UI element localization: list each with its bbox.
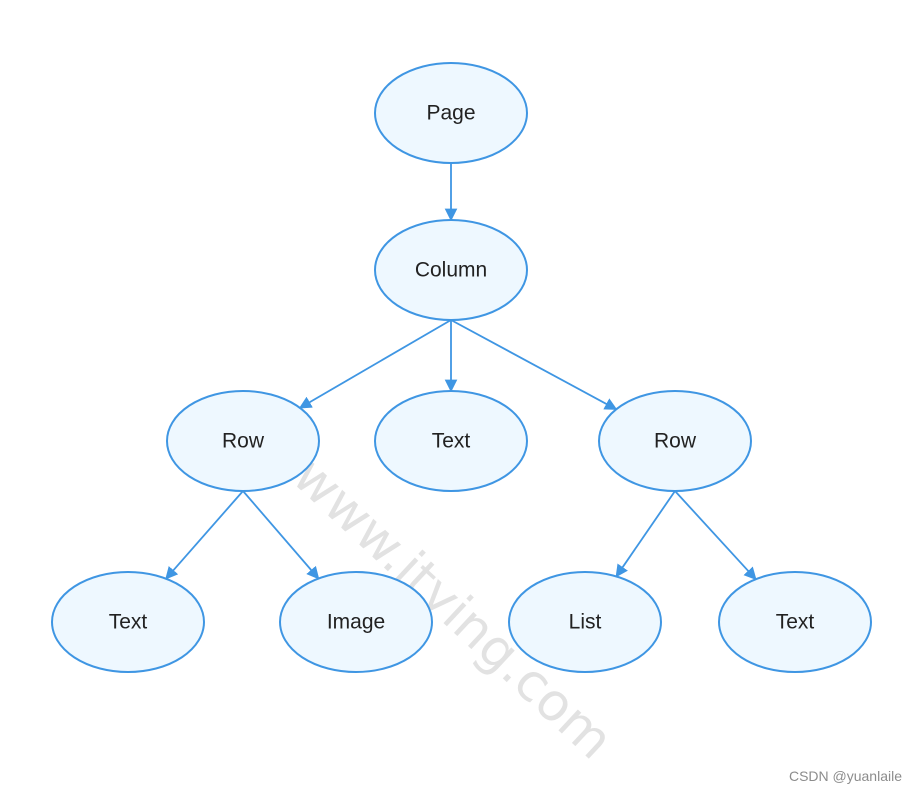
node-label: Row xyxy=(222,430,265,453)
node-label: Text xyxy=(776,611,815,634)
node-label: Row xyxy=(654,430,697,453)
node-image: Image xyxy=(279,571,433,673)
node-text-right: Text xyxy=(718,571,872,673)
edges-layer xyxy=(165,163,757,581)
node-label: Text xyxy=(109,611,148,634)
node-column: Column xyxy=(374,219,528,321)
node-list: List xyxy=(508,571,662,673)
node-page: Page xyxy=(374,62,528,164)
edge-column-to-row-left xyxy=(298,319,452,409)
edge-column-to-row-right xyxy=(450,319,618,411)
node-label: Image xyxy=(327,611,385,634)
edge-row-left-to-image xyxy=(242,490,320,580)
edge-row-right-to-text-right xyxy=(674,490,757,581)
edge-row-left-to-text-left xyxy=(165,490,244,580)
edge-row-right-to-list xyxy=(615,490,676,578)
credit-text: CSDN @yuanlaile xyxy=(788,768,902,784)
node-ellipse xyxy=(718,571,872,673)
node-text-left: Text xyxy=(51,571,205,673)
node-ellipse xyxy=(508,571,662,673)
node-ellipse xyxy=(598,390,752,492)
node-ellipse xyxy=(374,390,528,492)
node-label: Text xyxy=(432,430,471,453)
node-ellipse xyxy=(279,571,433,673)
node-row-left: Row xyxy=(166,390,320,492)
node-text-mid: Text xyxy=(374,390,528,492)
node-ellipse xyxy=(374,219,528,321)
node-label: Column xyxy=(415,259,487,282)
node-label: Page xyxy=(426,102,475,125)
node-ellipse xyxy=(166,390,320,492)
node-ellipse xyxy=(51,571,205,673)
node-ellipse xyxy=(374,62,528,164)
node-row-right: Row xyxy=(598,390,752,492)
node-label: List xyxy=(569,611,602,634)
